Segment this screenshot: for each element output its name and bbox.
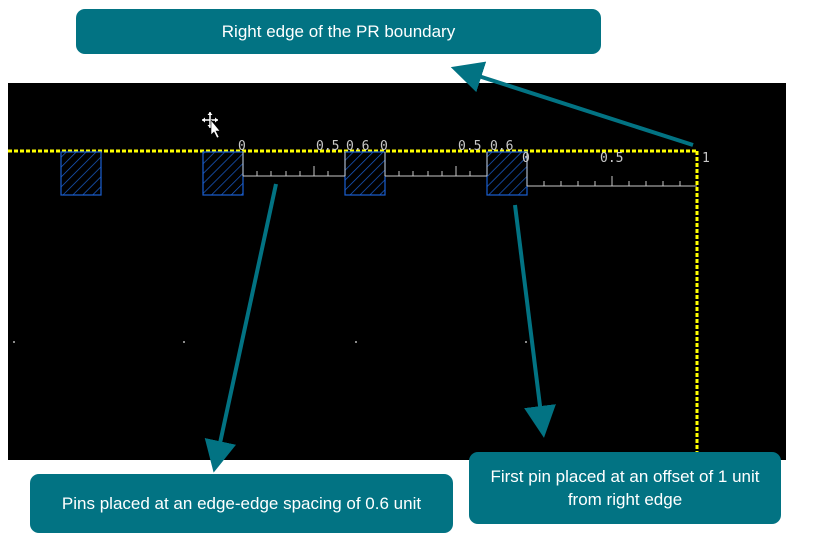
- callout-first-pin-offset: First pin placed at an offset of 1 unit …: [469, 452, 781, 524]
- layout-canvas: [8, 83, 786, 460]
- callout-pin-spacing: Pins placed at an edge-edge spacing of 0…: [30, 474, 453, 533]
- callout-right-edge: Right edge of the PR boundary: [76, 9, 601, 54]
